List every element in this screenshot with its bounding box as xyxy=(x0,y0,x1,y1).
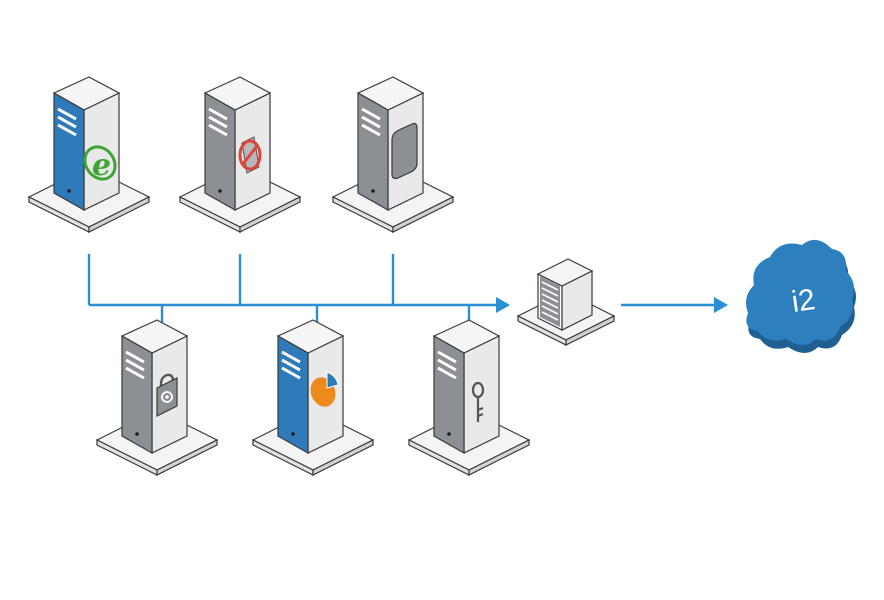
lock-icon xyxy=(156,373,178,417)
internet-explorer-icon: e xyxy=(83,145,117,183)
pie-chart-icon xyxy=(310,371,339,407)
arrow-head-2 xyxy=(714,297,728,313)
server-auth xyxy=(408,319,530,476)
disk-icon xyxy=(391,122,418,180)
key-icon xyxy=(471,381,485,422)
server-web: e xyxy=(28,76,150,233)
server-blocked xyxy=(179,76,301,233)
server-storage xyxy=(332,76,454,233)
svg-text:e: e xyxy=(92,148,111,183)
server-rack-icon xyxy=(541,281,559,321)
blocked-icon xyxy=(238,136,262,174)
cloud-node: i2 xyxy=(746,239,856,353)
cloud-icon xyxy=(746,239,856,353)
arrow-head-1 xyxy=(496,297,510,313)
cloud-label: i2 xyxy=(790,283,818,319)
server-analytics xyxy=(252,319,374,476)
server-rack xyxy=(516,258,616,346)
server-security xyxy=(96,319,218,476)
